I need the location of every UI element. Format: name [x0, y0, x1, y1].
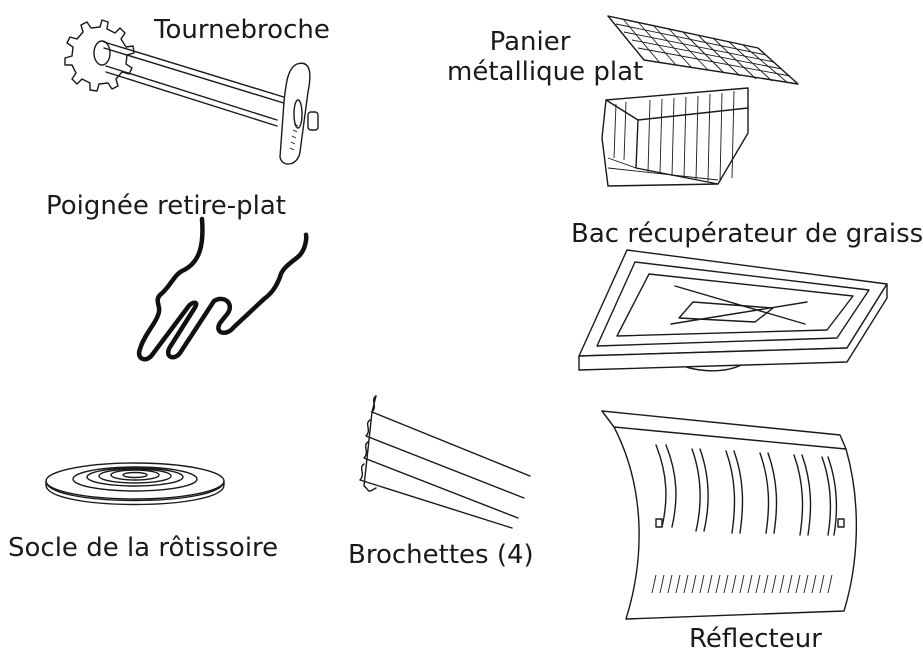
reflector-label: Réflecteur — [689, 624, 822, 654]
rotisserie-base-label: Socle de la rôtissoire — [8, 533, 279, 563]
drip-pan-label: Bac récupérateur de graisse — [571, 219, 923, 249]
flat-basket-label-line2: métallique plat — [447, 57, 644, 87]
skewers-label: Brochettes (4) — [348, 540, 534, 570]
rotisserie-spit-label: Tournebroche — [154, 15, 330, 45]
reflector-illustration — [596, 405, 866, 625]
dish-handle-illustration — [130, 215, 320, 380]
rotisserie-base-illustration — [40, 455, 230, 515]
flat-basket-illustration — [598, 8, 818, 193]
rotisserie-spit-illustration — [64, 12, 332, 172]
skewers-illustration — [352, 390, 537, 530]
flat-basket-label-line1: Panier — [489, 27, 571, 57]
dish-handle-label: Poignée retire-plat — [46, 191, 287, 221]
drip-pan-illustration — [575, 244, 895, 390]
